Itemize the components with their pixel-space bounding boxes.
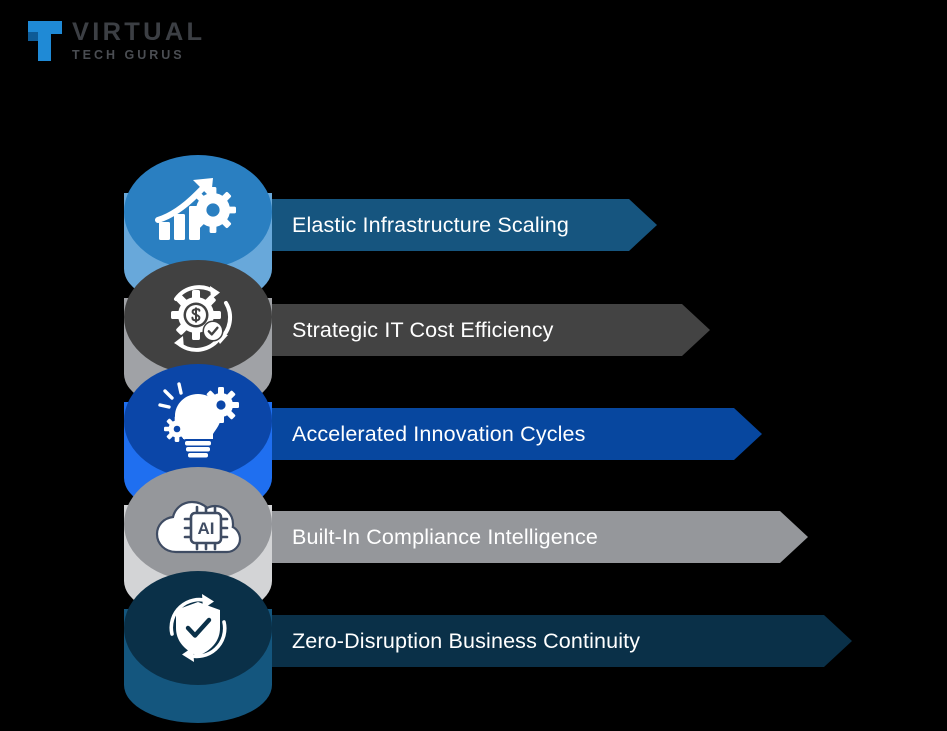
feature-label: Built-In Compliance Intelligence (292, 524, 598, 549)
cost-gear-dollar-icon (124, 260, 272, 374)
feature-banner[interactable]: Accelerated Innovation Cycles (272, 408, 762, 460)
feature-banner[interactable]: Zero-Disruption Business Continuity (272, 615, 852, 667)
feature-list: Elastic Infrastructure Scaling Strategic… (0, 155, 947, 723)
letter-t-mark-icon (28, 20, 62, 61)
brand-logo: VIRTUAL TECH GURUS (28, 20, 203, 62)
feature-banner[interactable]: Strategic IT Cost Efficiency (272, 304, 710, 356)
svg-text:AI: AI (198, 519, 215, 538)
feature-label: Zero-Disruption Business Continuity (292, 628, 641, 653)
logo-secondary-text: TECH GURUS (72, 48, 185, 62)
feature-icon-cylinder (124, 571, 272, 723)
feature-label: Strategic IT Cost Efficiency (292, 317, 554, 342)
shield-check-refresh-icon (124, 571, 272, 685)
logo-primary-text: VIRTUAL (72, 18, 206, 46)
feature-banner[interactable]: Built-In Compliance Intelligence (272, 511, 808, 563)
logo-wordmark: VIRTUAL TECH GURUS (72, 20, 203, 62)
feature-label: Elastic Infrastructure Scaling (292, 212, 569, 237)
growth-chart-gear-icon (124, 155, 272, 269)
feature-row: Zero-Disruption Business Continuity (0, 571, 947, 731)
feature-label: Accelerated Innovation Cycles (292, 421, 586, 446)
cloud-ai-chip-icon: AI (124, 467, 272, 581)
feature-row: Elastic Infrastructure Scaling (0, 155, 947, 315)
lightbulb-gears-icon (124, 364, 272, 478)
feature-banner[interactable]: Elastic Infrastructure Scaling (272, 199, 657, 251)
